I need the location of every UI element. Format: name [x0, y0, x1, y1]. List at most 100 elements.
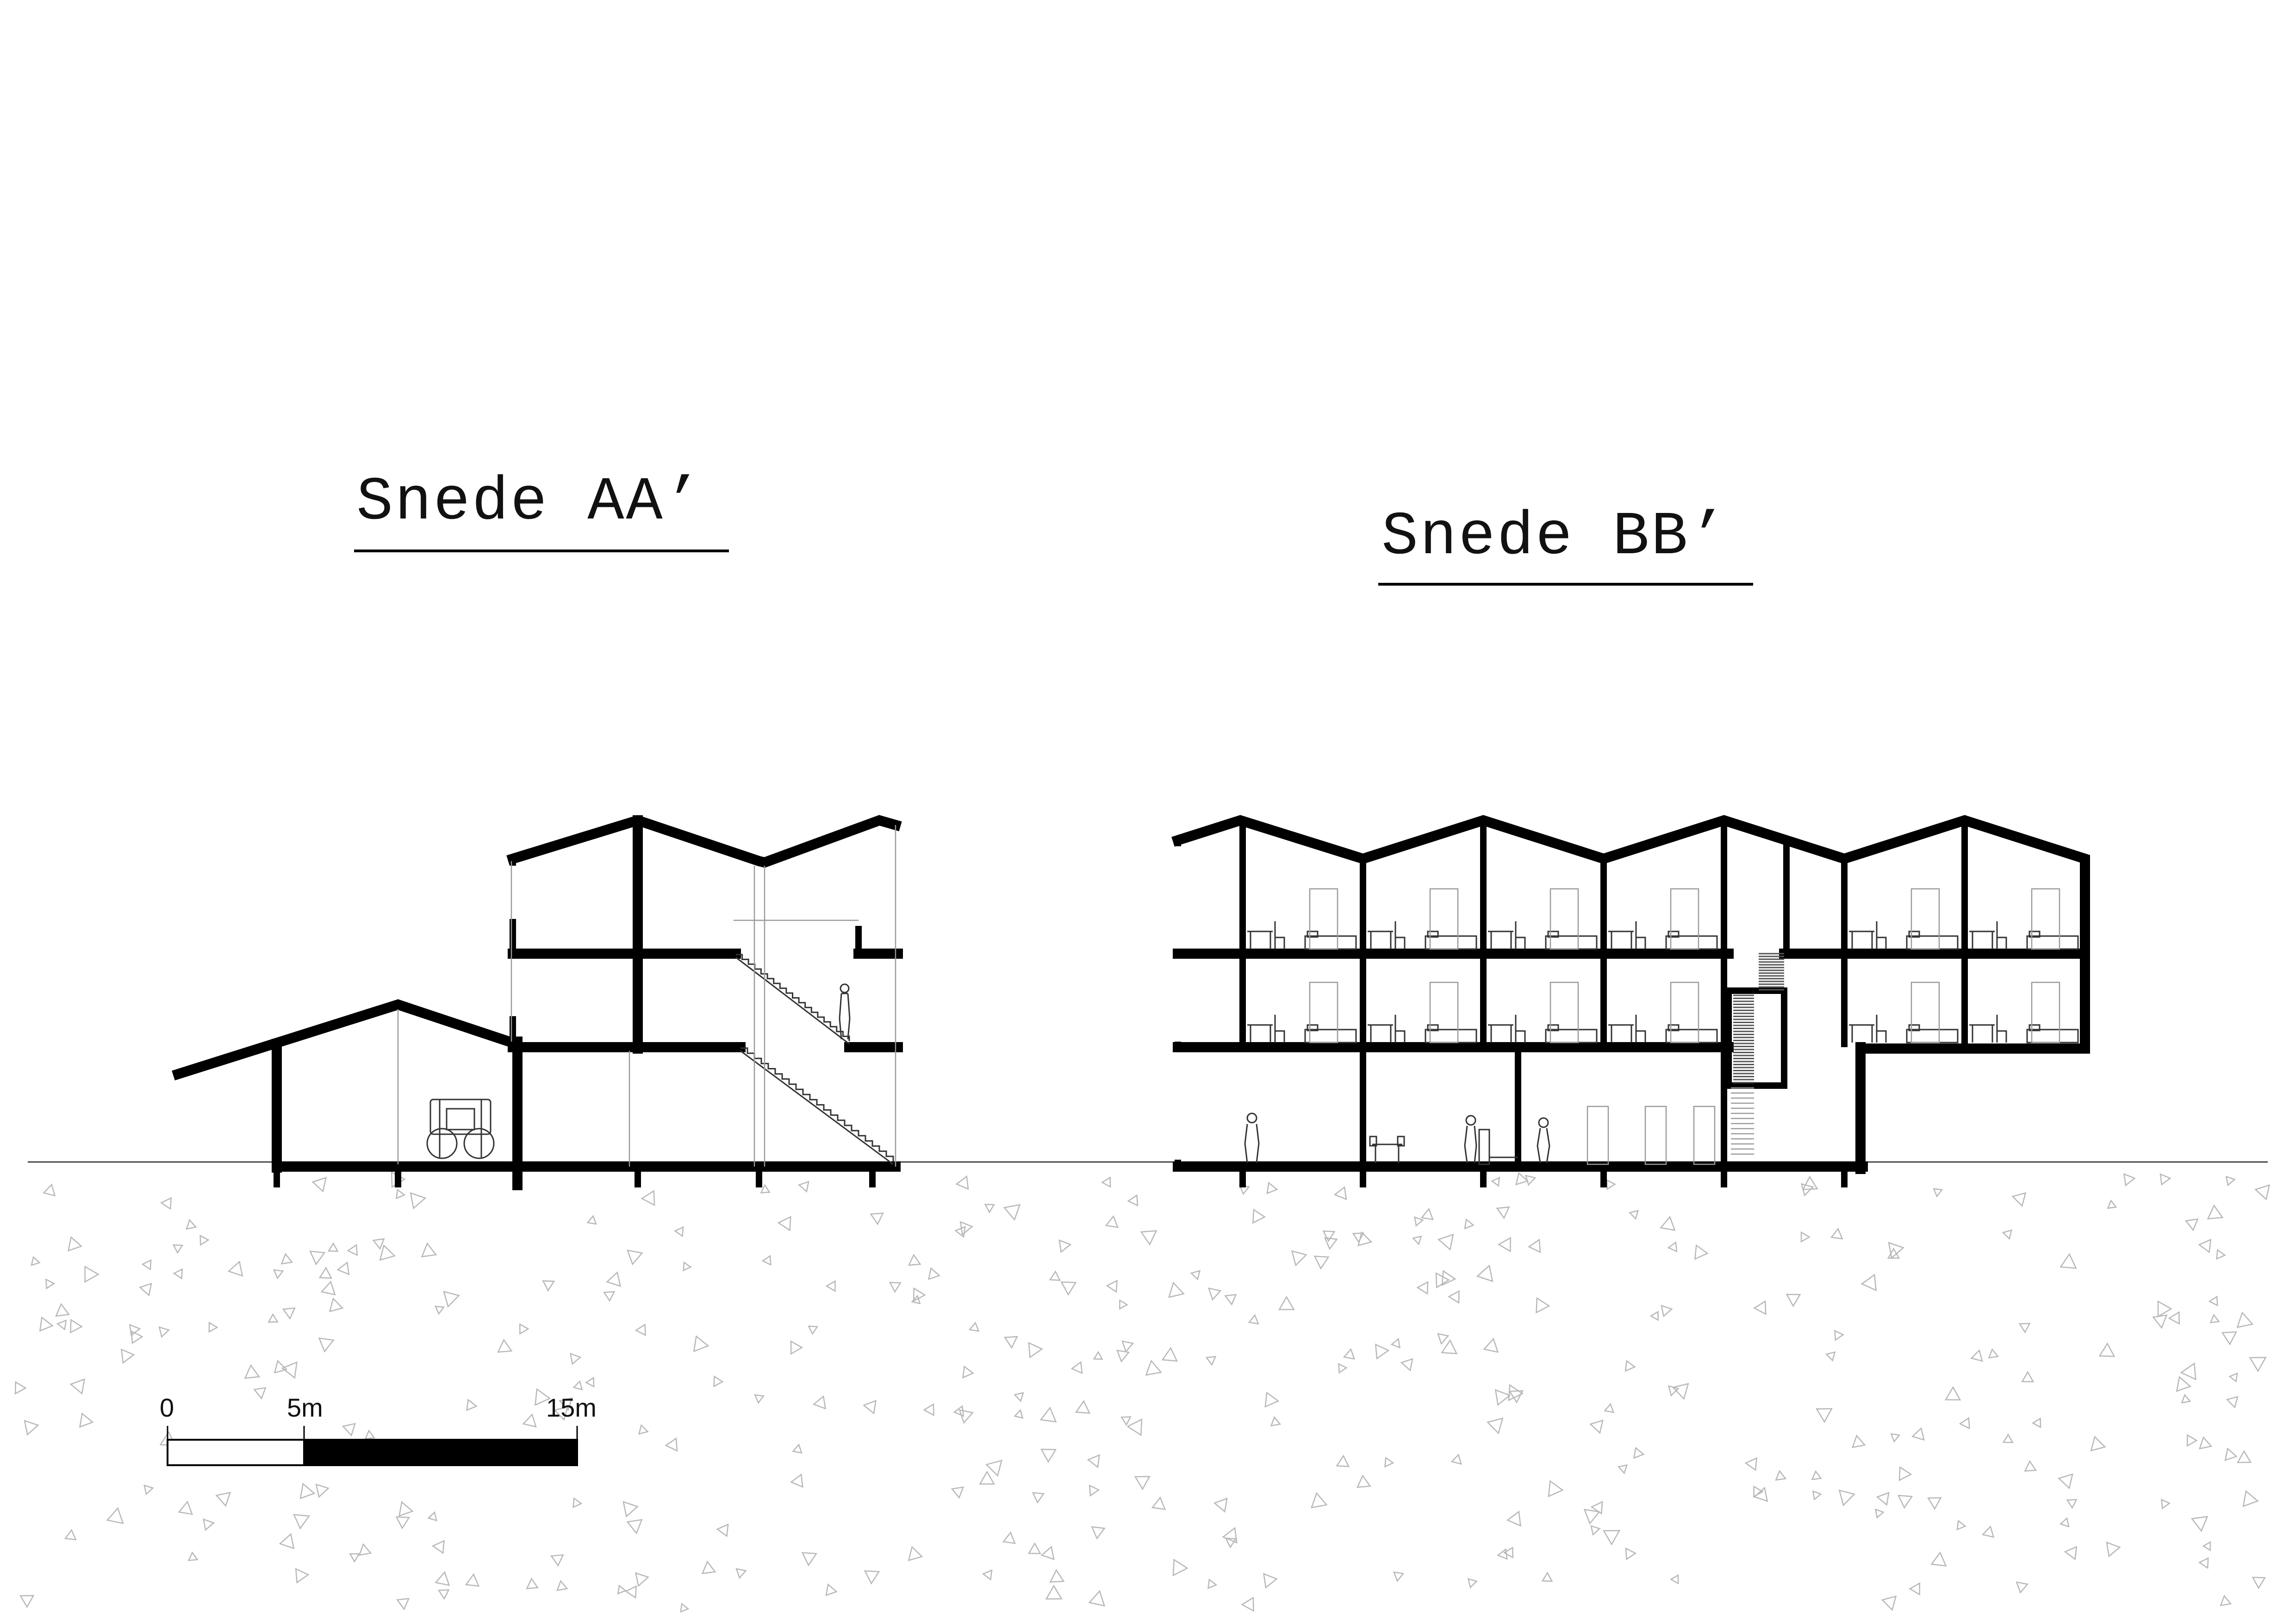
- soil-triangle-mark: [320, 1280, 336, 1296]
- soil-triangle-mark: [1140, 1230, 1157, 1246]
- soil-triangle-mark: [1536, 1297, 1550, 1314]
- soil-triangle-mark: [1897, 1494, 1913, 1509]
- section-aa-shed-roof: [172, 999, 523, 1081]
- soil-triangle-mark: [1002, 1531, 1016, 1544]
- soil-triangle-mark: [1208, 1287, 1222, 1301]
- soil-triangle-mark: [1694, 1244, 1709, 1260]
- soil-triangle-mark: [1629, 1210, 1639, 1220]
- soil-triangle-mark: [1812, 1490, 1822, 1501]
- soil-triangle-mark: [1811, 1470, 1822, 1480]
- pillow-figure: [1427, 1024, 1439, 1031]
- soil-triangle-mark: [958, 1409, 974, 1424]
- soil-triangle-mark: [497, 1338, 513, 1353]
- pillow-figure: [1547, 931, 1559, 938]
- soil-triangle-mark: [1075, 1399, 1091, 1414]
- soil-triangle-mark: [808, 1325, 819, 1335]
- desk-figure: [1247, 931, 1273, 949]
- soil-triangle-mark: [358, 1543, 372, 1556]
- wardrobe-figure: [1549, 981, 1579, 1043]
- dining-table-figure: [1369, 1136, 1405, 1163]
- soil-triangle-mark: [178, 1500, 193, 1515]
- soil-triangle-mark: [1127, 1194, 1139, 1207]
- soil-triangle-mark: [2184, 1218, 2199, 1231]
- bed-figure: [1545, 1029, 1598, 1043]
- soil-triangle-mark: [777, 1216, 791, 1231]
- soil-triangle-mark: [1151, 1496, 1166, 1510]
- soil-triangle-mark: [1088, 1590, 1106, 1607]
- wardrobe-figure: [1910, 981, 1940, 1043]
- soil-triangle-mark: [1264, 1392, 1280, 1408]
- soil-triangle-mark: [1324, 1237, 1338, 1250]
- stair-stringer: [735, 956, 850, 1045]
- soil-triangle-mark: [292, 1514, 310, 1530]
- soil-triangle-mark: [1933, 1188, 1943, 1198]
- soil-triangle-mark: [1093, 1351, 1103, 1360]
- soil-triangle-mark: [1497, 1237, 1511, 1253]
- soil-triangle-mark: [120, 1349, 135, 1364]
- soil-triangle-mark: [1252, 1208, 1266, 1224]
- soil-triangle-mark: [186, 1218, 197, 1230]
- soil-triangle-mark: [1669, 1574, 1679, 1585]
- ground-soil-pattern: [14, 1171, 2270, 1613]
- soil-triangle-mark: [635, 1323, 646, 1337]
- soil-triangle-mark: [559, 1397, 573, 1412]
- soil-triangle-mark: [1375, 1343, 1390, 1360]
- soil-triangle-mark: [1486, 1418, 1504, 1435]
- soil-triangle-mark: [1830, 1227, 1843, 1240]
- bed-figure: [2026, 935, 2079, 950]
- soil-triangle-mark: [951, 1486, 964, 1499]
- soil-triangle-mark: [641, 1190, 655, 1206]
- bed-figure: [1425, 935, 1477, 950]
- soil-triangle-mark: [2090, 1436, 2106, 1452]
- soil-triangle-mark: [2021, 1371, 2035, 1382]
- desk-figure: [1488, 1024, 1513, 1043]
- soil-triangle-mark: [2209, 1313, 2220, 1324]
- soil-triangle-mark: [790, 1340, 803, 1355]
- soil-triangle-mark: [1589, 1419, 1604, 1434]
- soil-triangle-mark: [968, 1321, 980, 1332]
- soil-triangle-mark: [1633, 1447, 1645, 1459]
- desk-figure: [1247, 1024, 1273, 1043]
- soil-triangle-mark: [434, 1305, 445, 1315]
- soil-triangle-mark: [279, 1533, 295, 1549]
- tractor-figure: [426, 1099, 495, 1159]
- soil-triangle-mark: [2011, 1192, 2027, 1207]
- bed-figure: [1665, 1029, 1718, 1043]
- soil-triangle-mark: [1583, 1509, 1600, 1525]
- soil-triangle-mark: [908, 1254, 921, 1266]
- section-bb-title: Snede BB’: [1381, 502, 1728, 572]
- soil-triangle-mark: [1838, 1489, 1855, 1506]
- soil-triangle-mark: [1467, 1578, 1478, 1589]
- soil-triangle-mark: [1437, 1233, 1454, 1251]
- soil-triangle-mark: [295, 1568, 310, 1584]
- pillow-figure: [2028, 931, 2041, 938]
- soil-triangle-mark: [1753, 1300, 1767, 1315]
- soil-triangle-mark: [1049, 1569, 1065, 1583]
- soil-triangle-mark: [396, 1598, 410, 1611]
- soil-triangle-mark: [1168, 1281, 1185, 1298]
- soil-triangle-mark: [2224, 1447, 2238, 1461]
- wardrobe-figure: [1549, 888, 1579, 950]
- soil-triangle-mark: [2226, 1396, 2239, 1409]
- soil-triangle-mark: [624, 1585, 637, 1599]
- soil-triangle-mark: [923, 1403, 934, 1417]
- soil-triangle-mark: [1119, 1299, 1128, 1310]
- soil-triangle-mark: [638, 1424, 649, 1435]
- soil-triangle-mark: [1352, 1232, 1364, 1243]
- soil-triangle-mark: [1040, 1449, 1057, 1463]
- soil-triangle-mark: [586, 1215, 597, 1225]
- soil-triangle-mark: [1070, 1361, 1083, 1374]
- soil-triangle-mark: [674, 1226, 684, 1237]
- soil-triangle-mark: [825, 1583, 838, 1596]
- bed-figure: [1304, 935, 1357, 950]
- soil-triangle-mark: [2002, 1229, 2013, 1240]
- soil-triangle-mark: [701, 1560, 716, 1574]
- soil-triangle-mark: [716, 1523, 729, 1537]
- soil-triangle-mark: [2106, 1541, 2121, 1557]
- soil-triangle-mark: [1744, 1457, 1758, 1471]
- soil-triangle-mark: [627, 1249, 643, 1266]
- soil-triangle-mark: [1448, 1290, 1460, 1304]
- section-bb-stair: [1731, 953, 1784, 1155]
- soil-triangle-mark: [1322, 1230, 1336, 1243]
- person-figure: [1537, 1117, 1550, 1163]
